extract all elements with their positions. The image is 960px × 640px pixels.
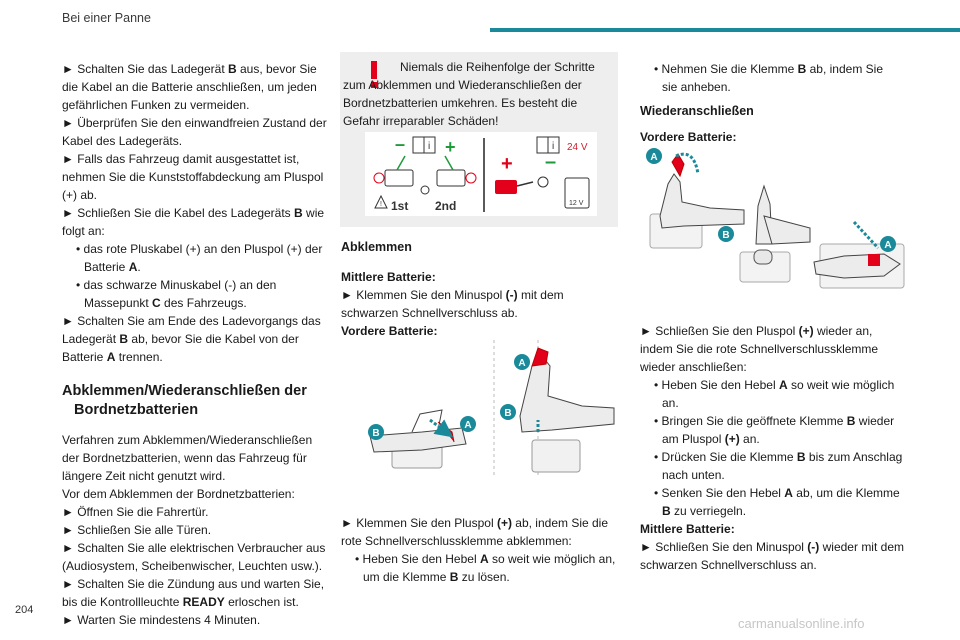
bullet-raise-lever: • Heben Sie den Hebel A so weit wie mögl… [654,378,895,410]
left-column: ► Schalten Sie das Ladegerät B aus, bevo… [62,60,330,629]
step-open-door: ► Öffnen Sie die Fahrertür. [62,505,209,519]
step-check-cables: ► Überprüfen Sie den einwandfreien Zusta… [62,116,327,148]
figure-label-a-top-right: A [646,148,662,164]
step-close-doors: ► Schließen Sie alle Türen. [62,523,212,537]
step-disconnect-minus: ► Klemmen Sie den Minuspol (-) mit dem s… [341,288,564,320]
svg-text:i: i [552,141,554,152]
clamp-reconnect-figure: A B A [646,148,905,289]
step-switch-off-consumers: ► Schalten Sie alle elektrischen Verbrau… [62,541,326,573]
warning-box: Niemals die Reihenfolge der Schritte zum… [340,52,618,227]
svg-text:B: B [372,428,379,439]
step-end-charging: ► Schalten Sie am Ende des Ladevorgangs … [62,314,321,364]
svg-text:A: A [650,152,657,163]
page-number: 204 [15,604,34,616]
step-reconnect-minus: ► Schließen Sie den Minuspol (-) wieder … [640,540,904,572]
step-connect-cables: ► Schließen Sie die Kabel des Ladegeräts… [62,206,325,238]
intro-paragraph: Verfahren zum Abklemmen/Wiederanschließe… [62,433,313,483]
label-12v: 12 V [569,200,584,207]
label-1st: 1st [391,199,408,213]
watermark: carmanualsonline.info [738,616,865,631]
svg-text:+: + [445,137,456,157]
step-charger-off: ► Schalten Sie das Ladegerät B aus, bevo… [62,62,317,112]
clamp-disconnect-figure: A A B B [368,340,615,478]
sub-middle-battery-right: Mittlere Batterie: [640,522,735,536]
step-remove-cover: ► Falls das Fahrzeug damit ausgestattet … [62,152,324,202]
step-ignition-off: ► Schalten Sie die Zündung aus und warte… [62,577,325,609]
svg-text:–: – [545,151,556,173]
right-column: • Nehmen Sie die Klemme B ab, indem Sie … [640,60,900,146]
svg-text:+: + [501,153,513,175]
warning-text: Niemals die Reihenfolge der Schritte zum… [343,60,595,128]
svg-text:B: B [722,230,729,241]
heading-abklemmen: Abklemmen [341,240,412,254]
middle-column: Abklemmen Mittlere Batterie: ► Klemmen S… [341,240,619,340]
bullet-lower-lever: • Senken Sie den Hebel A ab, um die Klem… [654,486,900,518]
figure-label-a-left: A [460,416,476,432]
svg-text:B: B [504,408,511,419]
bullet-lift-lever: • Heben Sie den Hebel A so weit wie mögl… [355,552,616,584]
section-heading: Abklemmen/Wiederanschließen der Bordnetz… [62,383,307,418]
warning-icon [371,61,377,88]
svg-text:A: A [884,240,891,251]
intro-before: Vor dem Abklemmen der Bordnetzbatterien: [62,487,295,501]
figure-label-a-right-fig: A [880,236,896,252]
heading-reconnect: Wiederanschließen [640,104,754,118]
step-wait: ► Warten Sie mindestens 4 Minuten. [62,613,261,627]
middle-column-lower: ► Klemmen Sie den Pluspol (+) ab, indem … [341,514,619,586]
figure-label-b-right-fig: B [718,226,734,242]
step-reconnect-plus: ► Schließen Sie den Pluspol (+) wieder a… [640,324,879,374]
bullet-black-cable: • das schwarze Minuskabel (-) an den Mas… [76,278,277,310]
figure-label-b-left: B [368,424,384,440]
svg-text:–: – [395,134,405,154]
bullet-remove-clamp: • Nehmen Sie die Klemme B ab, indem Sie … [654,62,883,94]
sub-front-battery-right: Vordere Batterie: [640,130,737,144]
sub-front-battery: Vordere Batterie: [341,324,438,338]
bullet-press-clamp: • Drücken Sie die Klemme B bis zum Ansch… [654,450,903,482]
label-2nd: 2nd [435,199,456,213]
sub-middle-battery: Mittlere Batterie: [341,270,436,284]
section-header: Bei einer Panne [62,11,151,25]
label-24v: 24 V [567,142,588,153]
right-column-lower: ► Schließen Sie den Pluspol (+) wieder a… [640,322,904,574]
figure-label-b-right: B [500,404,516,420]
battery-order-diagram: – i + ! 1st 2nd i 24 V + – 12 V [365,132,597,216]
svg-text:i: i [428,141,430,152]
svg-text:A: A [464,420,471,431]
header-accent-bar [490,28,960,32]
bullet-place-clamp: • Bringen Sie die geöffnete Klemme B wie… [654,414,895,446]
svg-text:A: A [518,358,525,369]
bullet-red-cable: • das rote Pluskabel (+) an den Pluspol … [76,242,323,274]
figure-label-a-top: A [514,354,530,370]
step-disconnect-plus: ► Klemmen Sie den Pluspol (+) ab, indem … [341,516,609,548]
svg-text:!: ! [380,201,382,208]
